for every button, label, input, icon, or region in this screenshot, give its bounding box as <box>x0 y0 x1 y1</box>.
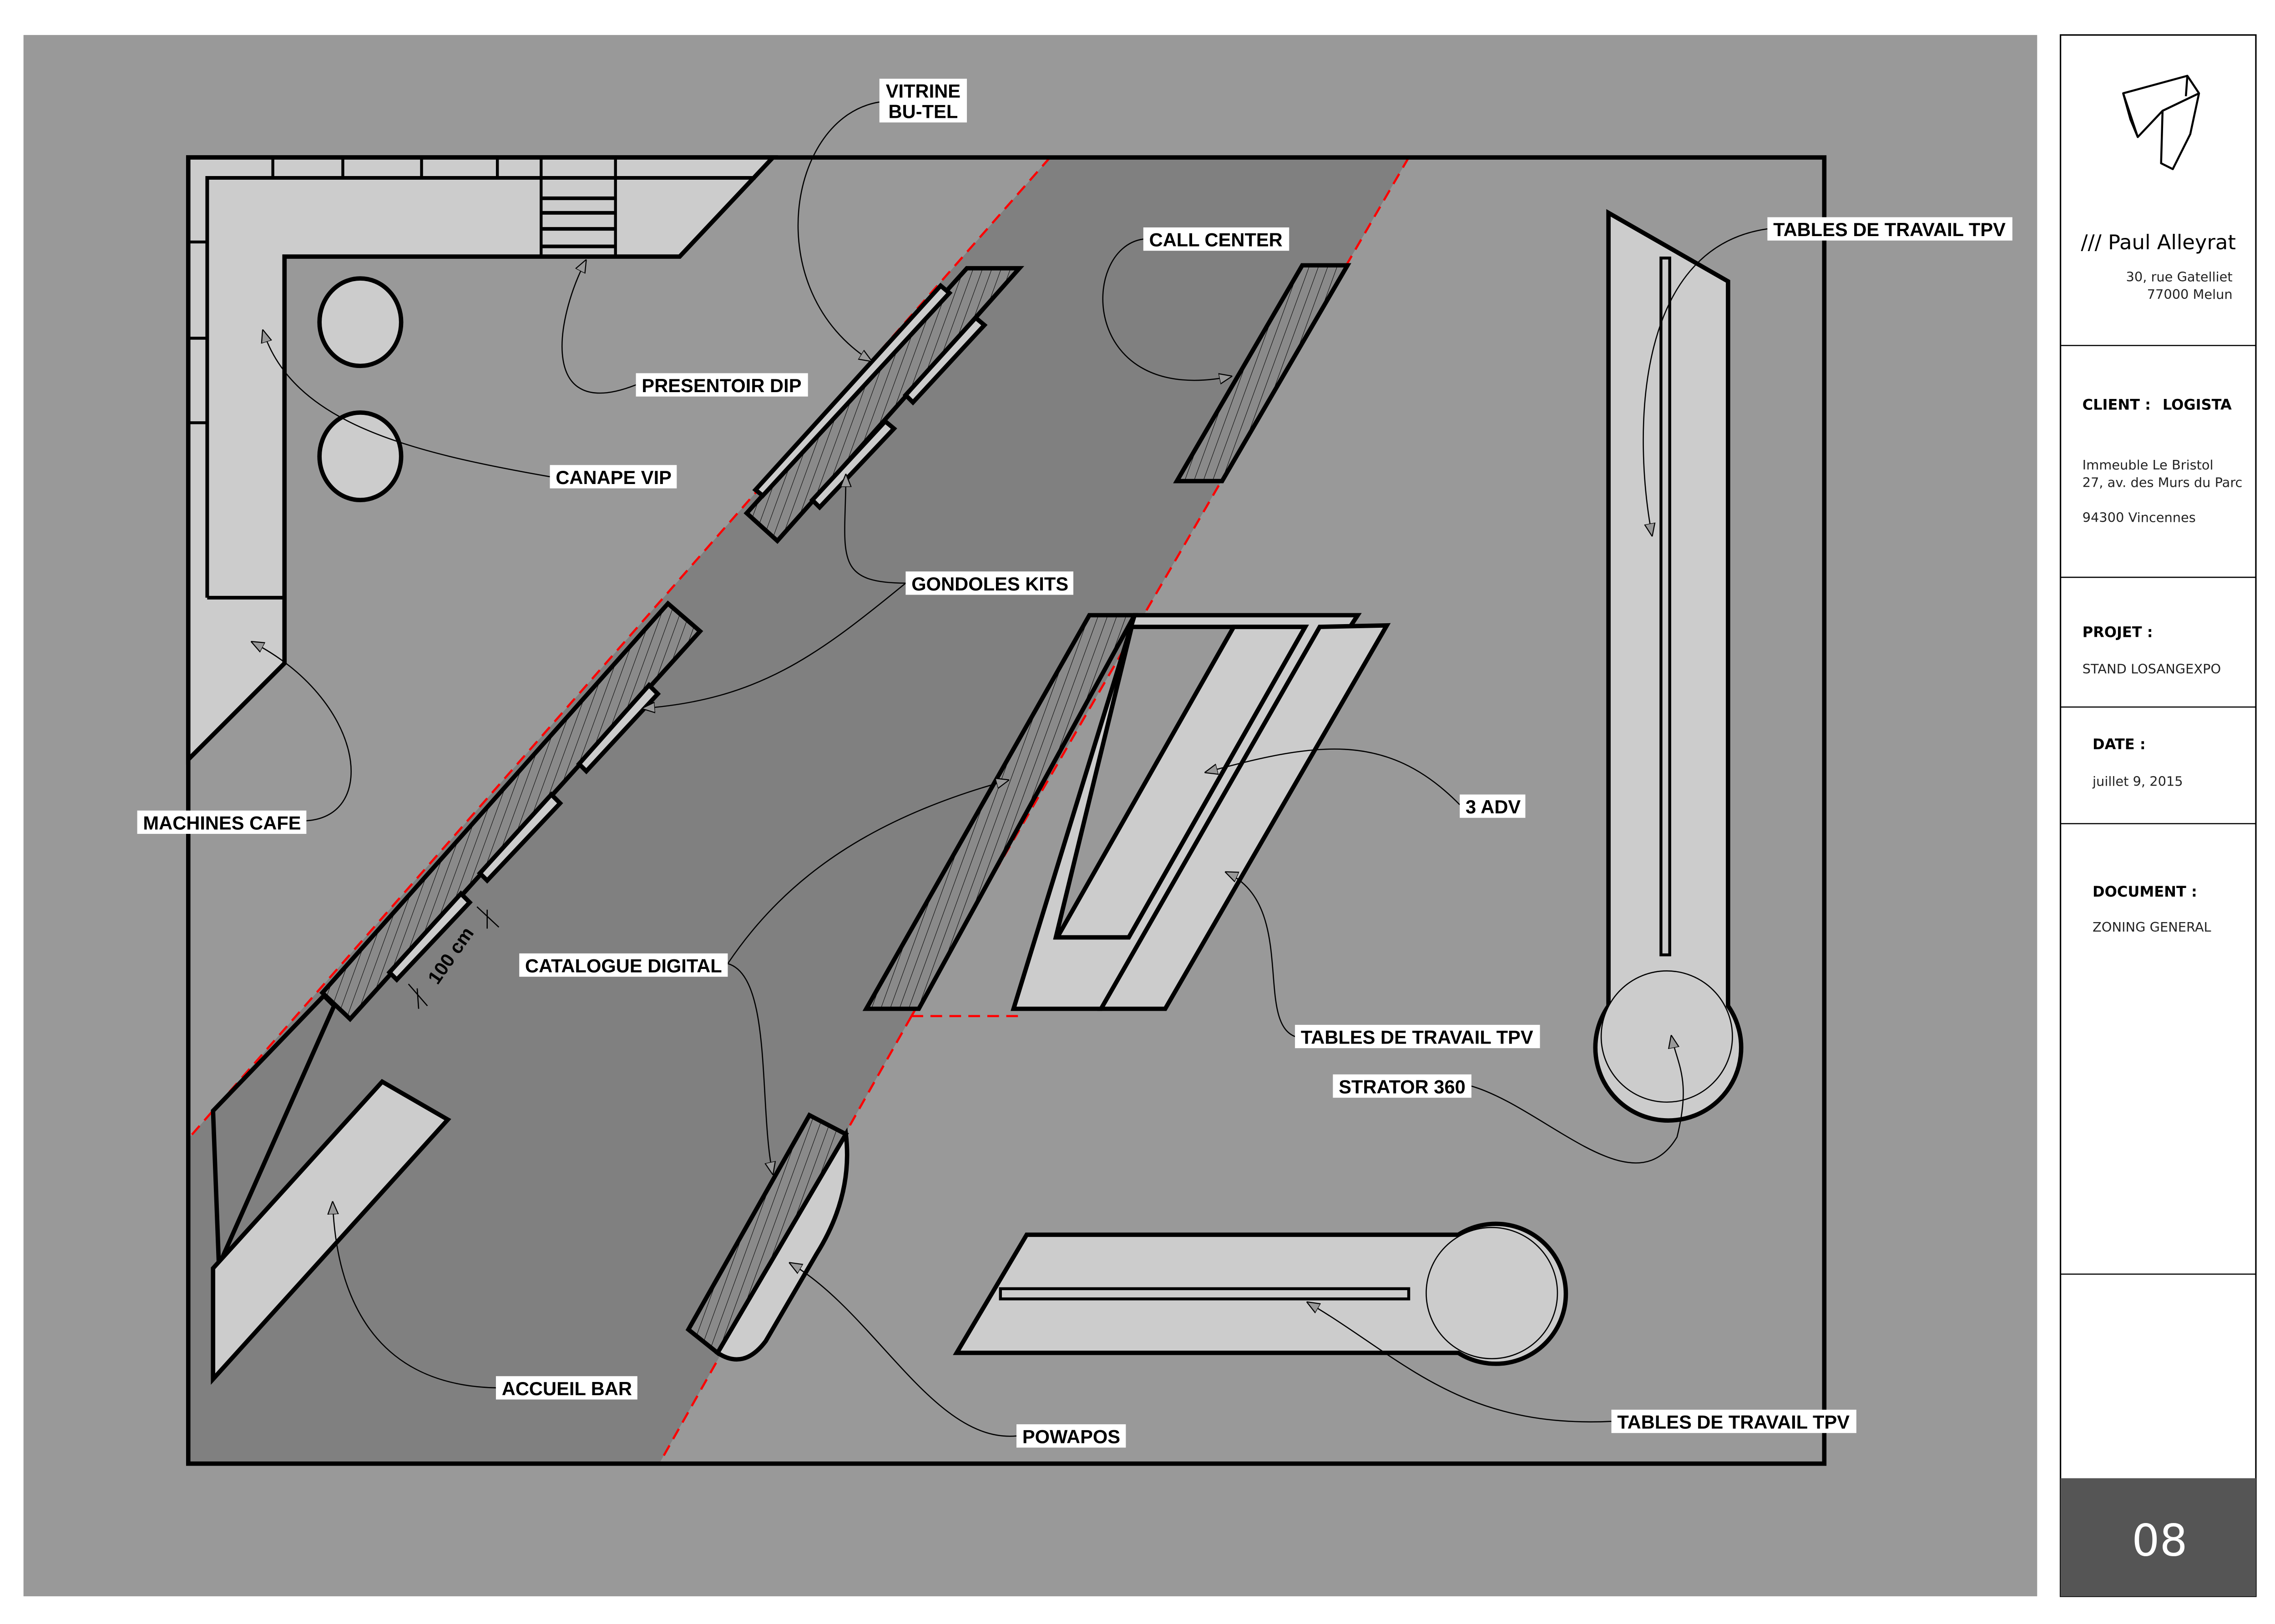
accueil-bar <box>211 992 451 1385</box>
catalogue-digital-wall <box>862 613 1138 1011</box>
leader-lines <box>251 101 1768 1437</box>
svg-text:CLIENT :: CLIENT : <box>2083 396 2151 414</box>
title-block: /// Paul Alleyrat 30, rue Gatelliet 7700… <box>2059 34 2257 1597</box>
page-number: 08 <box>2132 1515 2187 1566</box>
canape-seat <box>317 410 404 503</box>
label-gondoles: GONDOLES KITS <box>905 571 1073 595</box>
tpv-table-vertical <box>1593 209 1744 1123</box>
svg-text:STAND LOSANGEXPO: STAND LOSANGEXPO <box>2083 661 2221 677</box>
label-strator: STRATOR 360 <box>1333 1074 1471 1098</box>
page-number-band <box>2060 1478 2256 1597</box>
svg-text:ZONING GENERAL: ZONING GENERAL <box>2093 919 2211 935</box>
svg-text:77000 Melun: 77000 Melun <box>2147 287 2233 302</box>
svg-text:BU-TEL: BU-TEL <box>889 101 958 122</box>
svg-text:GONDOLES KITS: GONDOLES KITS <box>911 573 1068 595</box>
label-call-center: CALL CENTER <box>1143 227 1289 251</box>
svg-text:CATALOGUE DIGITAL: CATALOGUE DIGITAL <box>525 955 722 977</box>
label-adv: 3 ADV <box>1460 794 1526 818</box>
label-vitrine: VITRINE BU-TEL <box>879 79 967 123</box>
label-machines: MACHINES CAFE <box>137 810 307 834</box>
label-accueil: ACCUEIL BAR <box>495 1376 637 1400</box>
zone-dark <box>189 157 1409 1464</box>
svg-text:MACHINES CAFE: MACHINES CAFE <box>143 812 301 833</box>
svg-text:STRATOR 360: STRATOR 360 <box>1339 1076 1466 1098</box>
svg-text:27, av. des Murs du Parc: 27, av. des Murs du Parc <box>2083 474 2243 490</box>
svg-text:/// Paul Alleyrat: /// Paul Alleyrat <box>2081 230 2236 254</box>
gondole-lower <box>319 600 703 1022</box>
author-name: Paul Alleyrat <box>2108 230 2236 254</box>
svg-text:94300 Vincennes: 94300 Vincennes <box>2083 509 2196 525</box>
gondole-upper <box>743 266 1025 544</box>
label-tpv-mid: TABLES DE TRAVAIL TPV <box>1295 1024 1540 1049</box>
svg-text:LOGISTA: LOGISTA <box>2163 396 2232 414</box>
svg-text:TABLES DE TRAVAIL TPV: TABLES DE TRAVAIL TPV <box>1301 1027 1533 1048</box>
label-tpv-bottom: TABLES DE TRAVAIL TPV <box>1611 1409 1856 1433</box>
label-tpv-top: TABLES DE TRAVAIL TPV <box>1767 217 2012 241</box>
svg-text:Immeuble Le Bristol: Immeuble Le Bristol <box>2083 457 2214 473</box>
label-canape: CANAPE VIP <box>550 465 677 489</box>
label-presentoir: PRESENTOIR DIP <box>636 373 808 397</box>
svg-text:DATE :: DATE : <box>2093 736 2146 753</box>
svg-text:VITRINE: VITRINE <box>886 81 961 102</box>
label-catalogue: CATALOGUE DIGITAL <box>519 953 728 977</box>
svg-text:juillet 9, 2015: juillet 9, 2015 <box>2092 773 2183 789</box>
l-counter <box>186 155 778 765</box>
presentoir-rack <box>542 196 614 248</box>
svg-text:PROJET :: PROJET : <box>2083 623 2153 641</box>
svg-text:TABLES DE TRAVAIL TPV: TABLES DE TRAVAIL TPV <box>1773 219 2006 240</box>
adv-tables <box>1011 613 1391 1011</box>
svg-text:DOCUMENT :: DOCUMENT : <box>2093 883 2197 900</box>
svg-text:CALL CENTER: CALL CENTER <box>1149 229 1283 251</box>
svg-text:PRESENTOIR DIP: PRESENTOIR DIP <box>642 375 801 396</box>
dimension-100cm <box>408 906 500 1009</box>
label-powapos: POWAPOS <box>1016 1424 1126 1448</box>
call-center-desk <box>1173 263 1351 484</box>
svg-text:TABLES DE TRAVAIL TPV: TABLES DE TRAVAIL TPV <box>1617 1412 1850 1433</box>
svg-text:30, rue Gatelliet: 30, rue Gatelliet <box>2126 269 2233 285</box>
canape-seat <box>317 276 404 368</box>
tpv-table-horizontal <box>953 1221 1568 1366</box>
logo-icon <box>2122 75 2200 170</box>
svg-text:CANAPE VIP: CANAPE VIP <box>556 467 672 488</box>
svg-text:ACCUEIL BAR: ACCUEIL BAR <box>502 1378 632 1399</box>
powapos <box>685 1112 849 1362</box>
svg-text:POWAPOS: POWAPOS <box>1022 1426 1120 1447</box>
svg-text:3 ADV: 3 ADV <box>1466 796 1521 817</box>
